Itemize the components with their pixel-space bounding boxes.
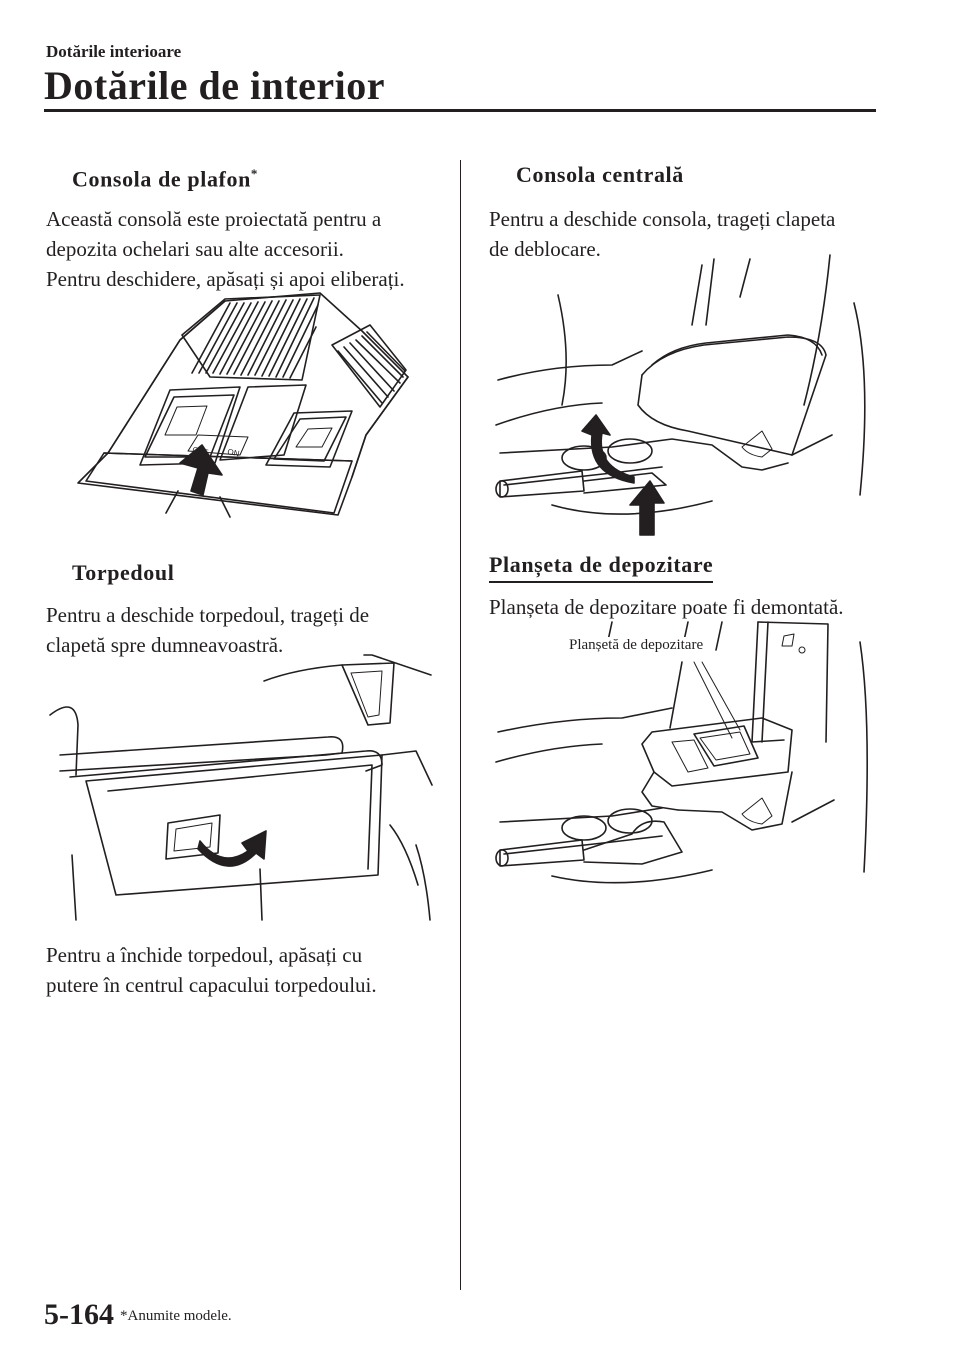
glove-box-open-description: Pentru a deschide torpedoul, trageți de … xyxy=(46,600,369,660)
rear-outlet-icon xyxy=(741,797,773,825)
paragraph-line: clapetă spre dumneavoastră. xyxy=(46,633,284,657)
callout-leader-line xyxy=(693,661,733,739)
rear-outlet-icon xyxy=(741,430,773,458)
glove-box-heading: Torpedoul xyxy=(72,560,175,585)
lid-latch-icon xyxy=(781,633,806,654)
glove-box-illustration xyxy=(49,654,433,921)
page-title: Dotările de interior xyxy=(44,63,385,108)
paragraph-line: Pentru a deschide consola, trageți clape… xyxy=(489,207,836,231)
push-arrow-icon xyxy=(165,444,231,518)
paragraph-line: Pentru a închide torpedoul, apăsați cu xyxy=(46,943,363,967)
switch-on-label: ON xyxy=(227,447,241,458)
glove-box-lid xyxy=(85,754,383,896)
paragraph-line: Planșeta de depozitare poate fi demontat… xyxy=(489,595,844,619)
center-console-illustration xyxy=(495,254,866,536)
release-arrow-icon xyxy=(581,414,665,536)
rear-vent-icon xyxy=(331,324,407,408)
glove-box-handle-icon xyxy=(165,814,221,860)
left-lamp-icon xyxy=(139,386,241,466)
breadcrumb: Dotările interioare xyxy=(46,42,182,61)
column-divider xyxy=(460,160,461,1290)
footnote: *Anumite modele. xyxy=(120,1308,232,1324)
cup-holder-icon xyxy=(561,808,653,841)
storage-tray-description: Planșeta de depozitare poate fi demontat… xyxy=(489,592,844,622)
overhead-console-heading-text: Consola de plafon xyxy=(72,166,251,192)
front-vent-icon xyxy=(181,294,321,381)
paragraph-line: Pentru a deschide torpedoul, trageți de xyxy=(46,603,370,627)
page-number: 5-164 xyxy=(44,1298,114,1331)
glove-box-close-description: Pentru a închide torpedoul, apăsați cu p… xyxy=(46,940,377,1000)
paragraph-line: de deblocare. xyxy=(489,237,601,261)
header-divider xyxy=(44,109,876,112)
pull-arrow-icon xyxy=(197,830,267,867)
center-console-description: Pentru a deschide consola, trageți clape… xyxy=(489,204,835,264)
overhead-console-heading: Consola de plafon* xyxy=(72,166,258,192)
parking-brake-lever-icon xyxy=(495,820,683,867)
storage-tray-callout: Planșetă de depozitare xyxy=(567,637,706,654)
overhead-console-description: Această consolă este proiectată pentru a… xyxy=(46,204,405,294)
paragraph-line: Pentru deschidere, apăsați și apoi elibe… xyxy=(46,267,405,291)
paragraph-line: Această consolă este proiectată pentru a xyxy=(46,207,382,231)
storage-tray-heading: Planșeta de depozitare xyxy=(489,552,714,583)
storage-tray-illustration xyxy=(495,621,868,884)
overhead-console-illustration: OFF ON xyxy=(77,292,409,518)
center-glasses-lid-icon xyxy=(219,384,307,461)
optional-equipment-mark: * xyxy=(250,166,259,181)
center-console-heading: Consola centrală xyxy=(516,162,684,187)
storage-tray-icon xyxy=(671,725,759,773)
paragraph-line: putere în centrul capacului torpedoului. xyxy=(46,973,377,997)
callout-leader-line xyxy=(701,661,741,731)
paragraph-line: depozita ochelari sau alte accesorii. xyxy=(46,237,344,261)
